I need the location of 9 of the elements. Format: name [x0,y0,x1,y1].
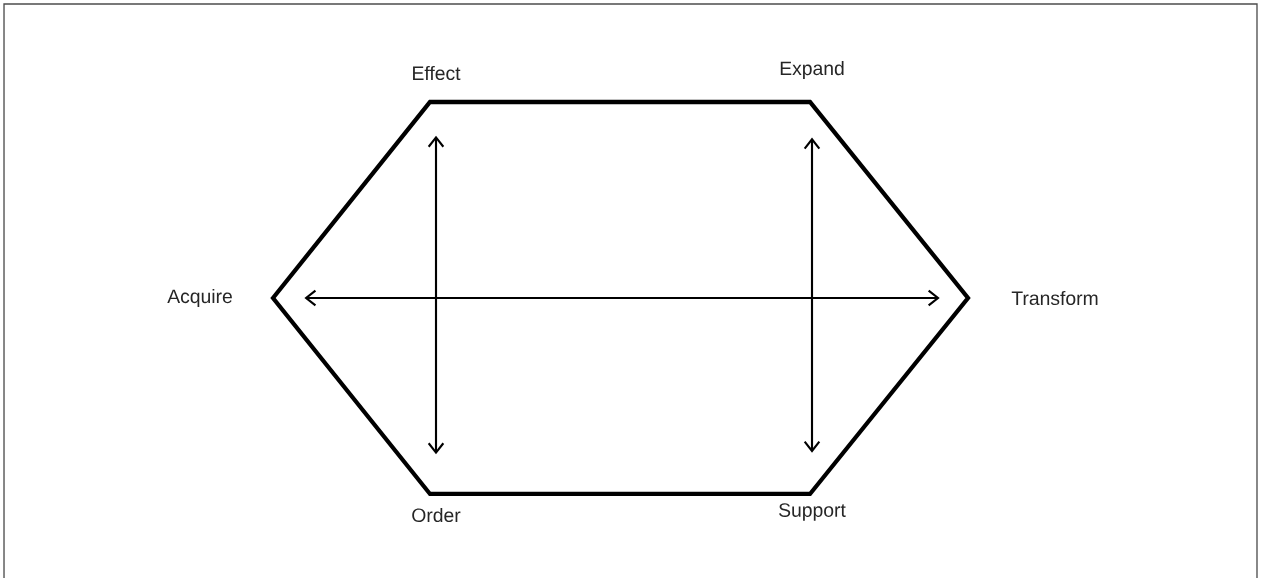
vertex-label: Transform [1011,290,1098,306]
vertex-label: Acquire [167,289,232,307]
vertex-label: Expand [780,61,844,79]
double-arrow [427,135,445,455]
double-arrow [803,137,821,453]
double-arrow [304,289,940,307]
vertex-label: Order [412,507,461,523]
vertex-label: Support [779,503,846,521]
vertex-label: Effect [413,65,461,81]
